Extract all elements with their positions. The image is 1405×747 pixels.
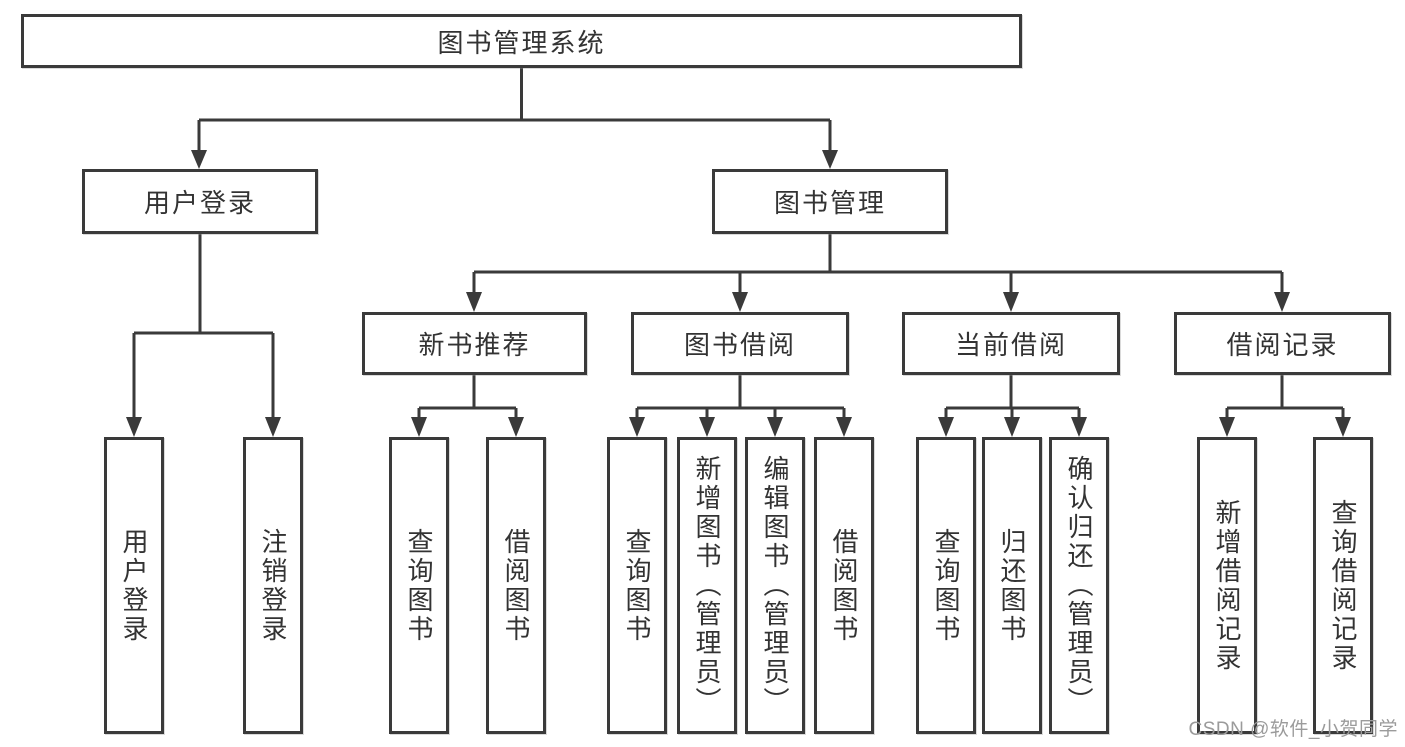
node-borrowing-records: 借阅记录 — [1174, 312, 1391, 375]
node-confirm-return-admin: 确认归还（管理员） — [1049, 437, 1109, 734]
node-label: 用户登录 — [119, 527, 149, 644]
node-book-borrowing: 图书借阅 — [631, 312, 849, 375]
node-label: 查询图书 — [404, 527, 434, 644]
node-label: 查询图书 — [931, 527, 961, 644]
node-current-borrowing: 当前借阅 — [902, 312, 1120, 375]
node-label: 编辑图书（管理员） — [760, 455, 790, 716]
node-label: 新增借阅记录 — [1212, 498, 1242, 673]
node-return-books: 归还图书 — [982, 437, 1042, 734]
node-add-borrow-record: 新增借阅记录 — [1197, 437, 1257, 734]
node-label: 当前借阅 — [954, 330, 1067, 360]
node-library-management-system: 图书管理系统 — [21, 14, 1022, 68]
node-label: 新书推荐 — [418, 330, 531, 360]
csdn-watermark: CSDN @软件_小贺同学 — [1188, 719, 1398, 740]
node-label: 确认归还（管理员） — [1064, 455, 1094, 716]
node-query-books-new: 查询图书 — [389, 437, 449, 734]
node-label: 归还图书 — [997, 527, 1027, 644]
node-book-management: 图书管理 — [712, 169, 948, 234]
node-label: 图书管理 — [773, 188, 886, 218]
node-label: 新增图书（管理员） — [692, 455, 722, 716]
node-new-book-recommendation: 新书推荐 — [362, 312, 587, 375]
node-borrow-books-borrow: 借阅图书 — [814, 437, 874, 734]
node-query-books-borrow: 查询图书 — [607, 437, 667, 734]
node-label: 借阅记录 — [1226, 330, 1339, 360]
node-label: 借阅图书 — [829, 527, 859, 644]
node-label: 图书管理系统 — [437, 27, 606, 58]
node-user-login-leaf: 用户登录 — [104, 437, 164, 734]
node-logout-leaf: 注销登录 — [243, 437, 303, 734]
node-label: 用户登录 — [143, 188, 256, 218]
node-borrow-books-new: 借阅图书 — [486, 437, 546, 734]
node-label: 查询图书 — [622, 527, 652, 644]
node-label: 图书借阅 — [683, 330, 796, 360]
node-label: 查询借阅记录 — [1328, 498, 1358, 673]
node-label: 注销登录 — [258, 527, 288, 644]
node-add-books-admin: 新增图书（管理员） — [677, 437, 737, 734]
node-user-login: 用户登录 — [82, 169, 318, 234]
node-query-borrow-record: 查询借阅记录 — [1313, 437, 1373, 734]
node-edit-books-admin: 编辑图书（管理员） — [745, 437, 805, 734]
node-label: 借阅图书 — [501, 527, 531, 644]
node-query-books-current: 查询图书 — [916, 437, 976, 734]
